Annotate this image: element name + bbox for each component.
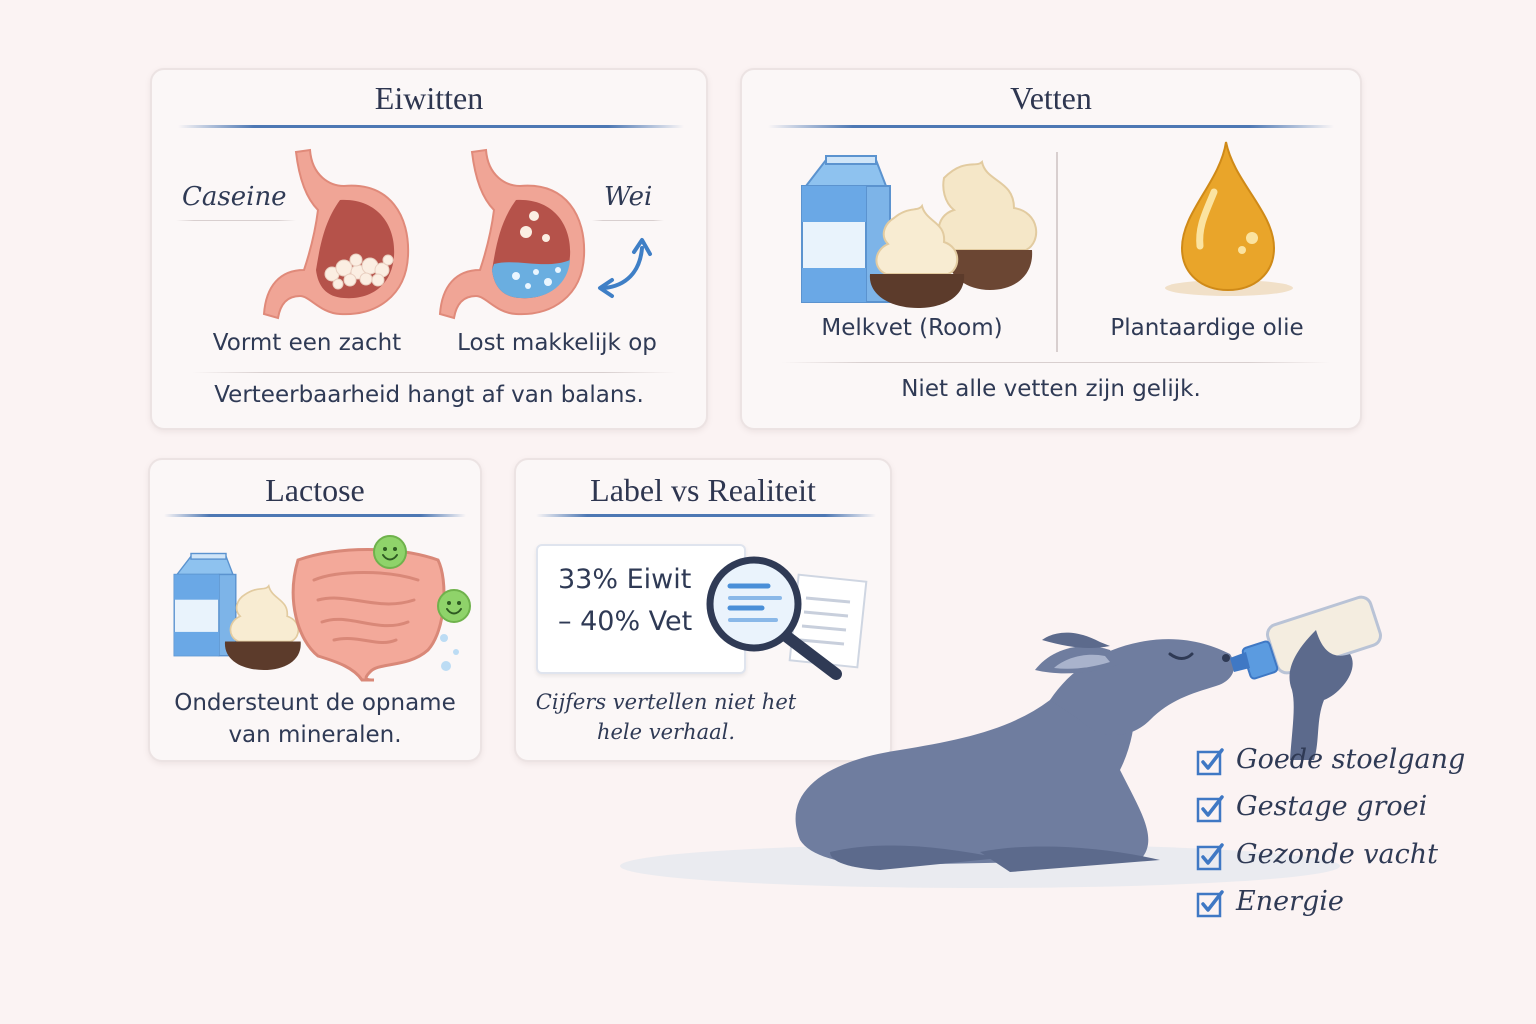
- checklist-label: Gezonde vacht: [1236, 839, 1438, 870]
- kid-goat-drinking-icon: [620, 595, 1382, 888]
- checkbox-checked-icon: [1196, 748, 1224, 776]
- lactose-caption-line2: van mineralen.: [228, 722, 402, 748]
- checkbox-checked-icon: [1196, 890, 1224, 918]
- casein-label: Caseine: [182, 182, 287, 212]
- vetten-title: Vetten: [1010, 80, 1092, 116]
- oil-drop-icon: [1165, 141, 1293, 296]
- label-caption-line2: hele verhaal.: [596, 720, 736, 744]
- happy-bacteria-icon: [437, 589, 471, 623]
- label-line2: – 40% Vet: [558, 606, 693, 637]
- stomach-curds-icon: [262, 148, 410, 320]
- label-line1: 33% Eiwit: [558, 564, 692, 595]
- lactose-title-rule: [164, 514, 466, 517]
- checkbox-checked-icon: [1196, 843, 1224, 871]
- casein-label-rule: [176, 220, 296, 221]
- magnifying-glass-icon: [706, 556, 868, 680]
- whey-caption: Lost makkelijk op: [457, 330, 657, 356]
- vetten-footer: Niet alle vetten zijn gelijk.: [901, 376, 1201, 402]
- lactose-title: Lactose: [265, 472, 365, 508]
- label-vs-realiteit-title-rule: [536, 514, 876, 517]
- vetten-footer-rule: [782, 362, 1330, 363]
- cream-cup-icon: [869, 159, 1038, 308]
- lactose-card: Lactose Ondersteunt de opname van minera…: [148, 458, 482, 762]
- label-caption-line1: Cijfers vertellen niet het: [535, 690, 797, 714]
- checklist-label: Goede stoelgang: [1236, 744, 1466, 775]
- whey-label-rule: [592, 220, 664, 221]
- lactose-caption-line1: Ondersteunt de opname: [174, 690, 456, 716]
- checkbox-checked-icon: [1196, 795, 1224, 823]
- whey-label: Wei: [604, 182, 653, 212]
- milkfat-caption: Melkvet (Room): [821, 315, 1003, 341]
- eiwitten-title-rule: [178, 125, 684, 128]
- checklist-label: Gestage groei: [1236, 791, 1428, 822]
- cream-cup-icon: [224, 583, 301, 670]
- swirl-arrow-icon: [598, 238, 652, 298]
- checklist-label: Energie: [1236, 886, 1344, 917]
- stomach-liquid-icon: [438, 148, 586, 320]
- vetten-title-rule: [768, 125, 1334, 128]
- eiwitten-footer: Verteerbaarheid hangt af van balans.: [214, 382, 644, 408]
- oil-caption: Plantaardige olie: [1110, 315, 1304, 341]
- eiwitten-footer-rule: [192, 372, 676, 373]
- casein-caption: Vormt een zacht: [212, 330, 402, 356]
- eiwitten-card: Eiwitten Caseine Wei Vormt een zacht Los…: [150, 68, 708, 430]
- label-vs-realiteit-title: Label vs Realiteit: [590, 472, 816, 508]
- happy-bacteria-icon: [373, 535, 407, 569]
- vetten-divider: [1056, 152, 1058, 352]
- eiwitten-title: Eiwitten: [374, 80, 484, 116]
- intestine-icon: [291, 548, 446, 682]
- vetten-card: Vetten Melkvet (Room) Plantaardige olie …: [740, 68, 1362, 430]
- bubbles-icon: [440, 634, 459, 671]
- label-vs-realiteit-card: Label vs Realiteit 33% Eiwit – 40% Vet C…: [514, 458, 892, 762]
